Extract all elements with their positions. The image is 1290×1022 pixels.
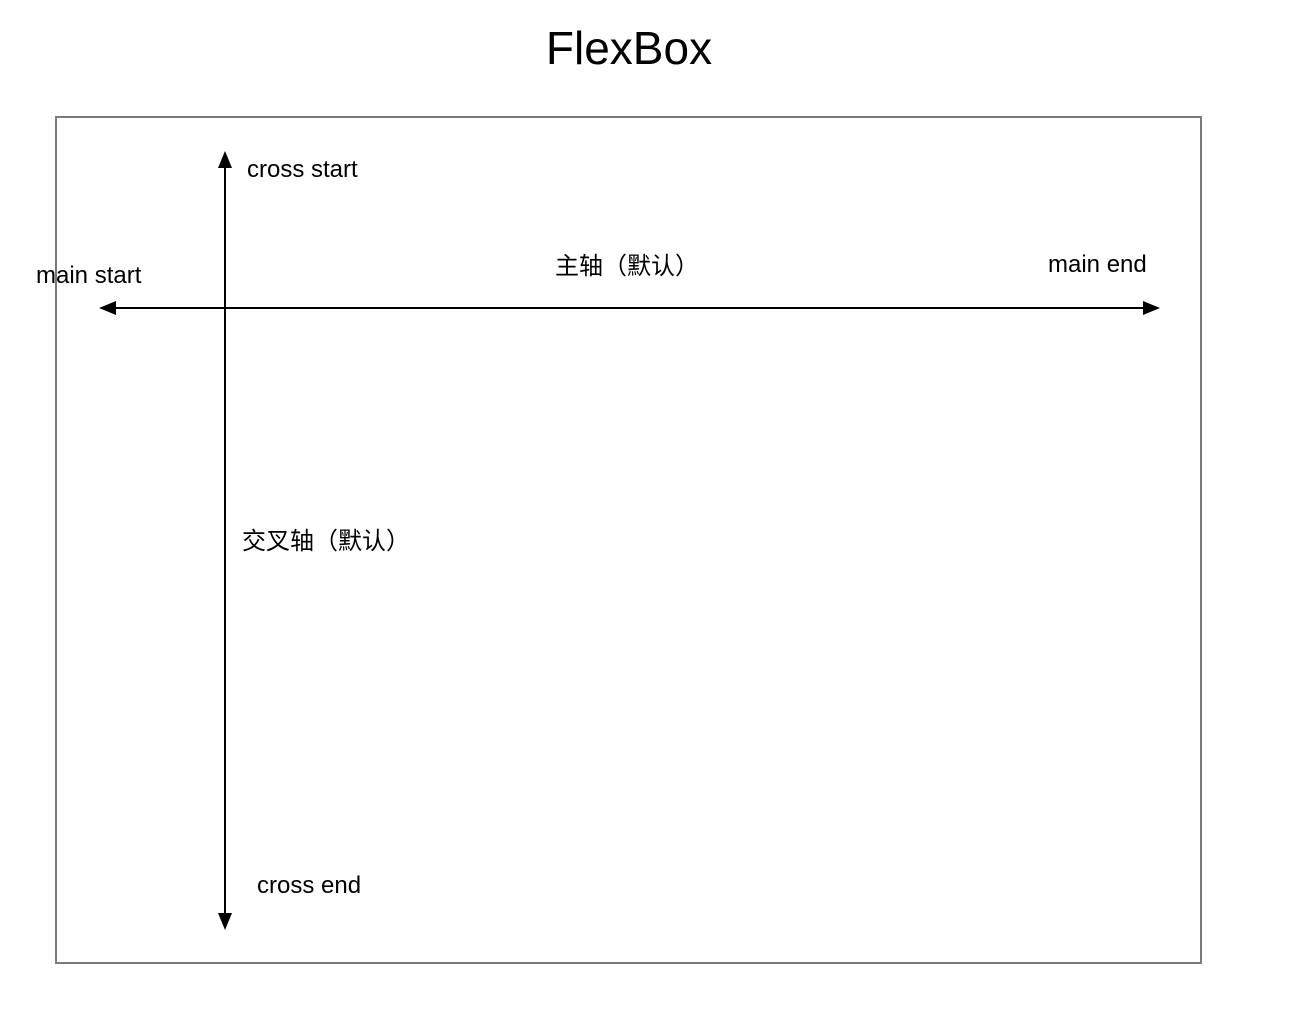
main-start-arrowhead — [99, 301, 116, 315]
cross-start-arrowhead — [218, 151, 232, 168]
diagram-title: FlexBox — [545, 22, 713, 74]
main-axis-label: 主轴（默认） — [555, 253, 699, 280]
cross-end-label: cross end — [257, 872, 362, 899]
main-start-label: main start — [36, 262, 142, 289]
cross-end-arrowhead — [218, 913, 232, 930]
cross-axis-label: 交叉轴（默认） — [242, 528, 410, 555]
cross-start-label: cross start — [247, 156, 358, 183]
main-end-label: main end — [1048, 251, 1147, 278]
main-end-arrowhead — [1143, 301, 1160, 315]
flex-container-frame — [55, 116, 1202, 964]
